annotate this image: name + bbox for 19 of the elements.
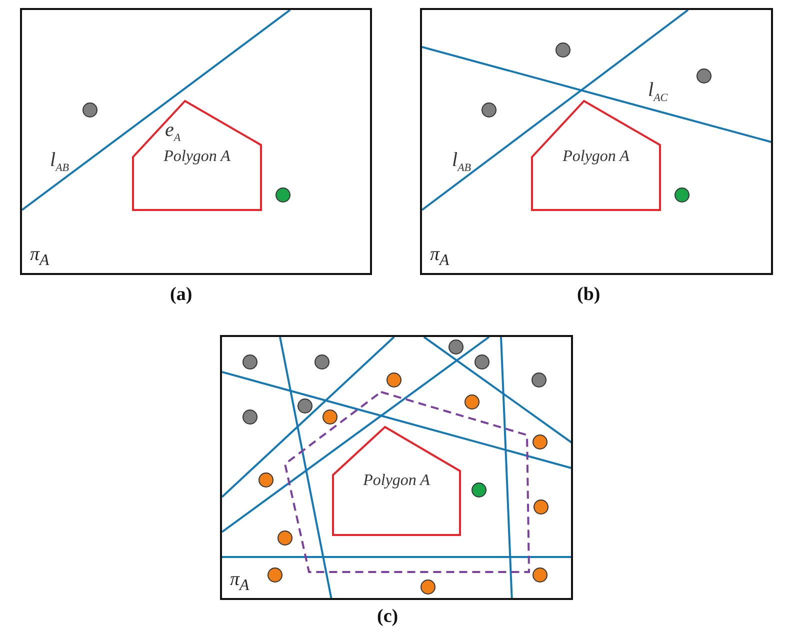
polygon-label: Polygon A [162, 148, 232, 166]
line-label: l$_{AB}$ [452, 150, 472, 174]
line-label: l$_{AB}$ [50, 150, 70, 174]
polygon-label: Polygon A [362, 472, 431, 490]
panel-caption: (a) [170, 284, 192, 306]
polygon-shape [333, 427, 460, 535]
panel-caption: (c) [377, 606, 398, 628]
polygon-label: Polygon A [562, 148, 630, 166]
plane-panel [220, 335, 573, 600]
polygon-shape [133, 101, 261, 210]
plane-label: π$_{A}$ [430, 245, 450, 269]
line-label: e$_{A}$ [165, 120, 181, 144]
plane-panel [420, 8, 773, 275]
plane-label: π$_{A}$ [230, 570, 250, 594]
line-label: l$_{AC}$ [648, 80, 668, 104]
plane-label: π$_{A}$ [30, 245, 50, 269]
polygon-shape [532, 101, 660, 210]
panel-caption: (b) [577, 284, 600, 306]
plane-panel [20, 8, 372, 275]
